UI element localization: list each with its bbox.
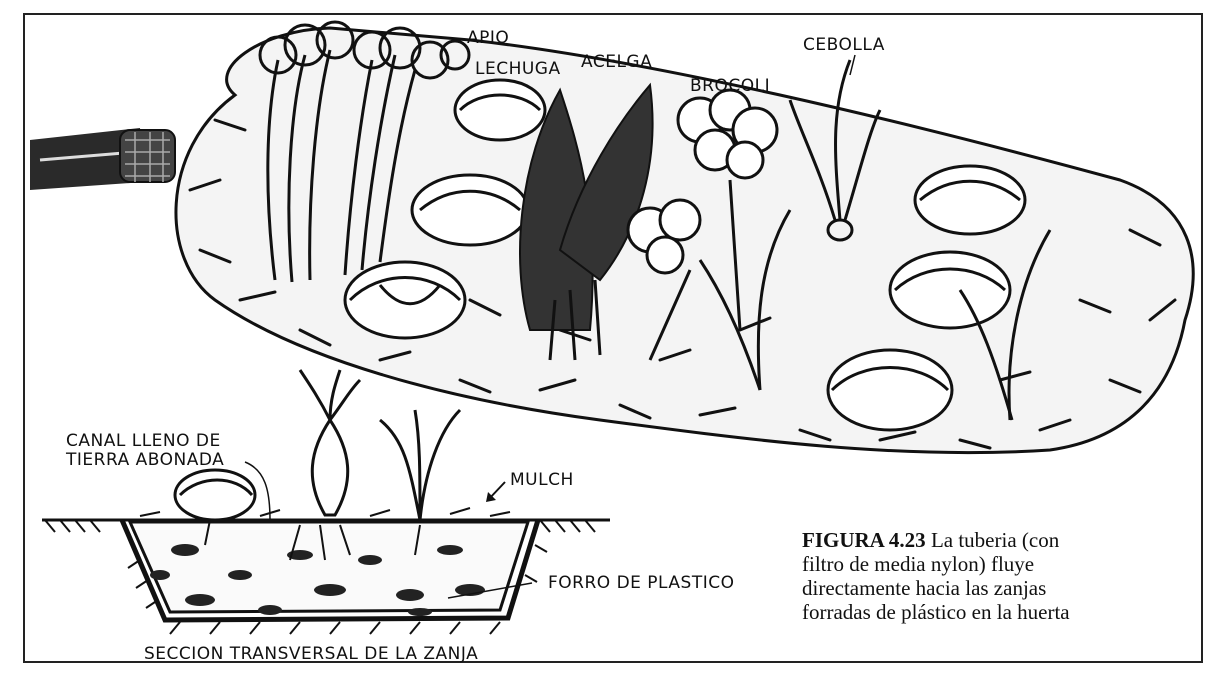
trench-fill — [127, 520, 531, 614]
plastic-liner — [119, 519, 541, 623]
label-mulch: MULCH — [510, 470, 574, 490]
label-acelga: ACELGA — [581, 52, 653, 72]
caption-figure-number: FIGURA 4.23 — [802, 528, 926, 552]
cebolla-plants — [698, 59, 1052, 421]
label-canal-line2: TIERRA ABONADA — [66, 450, 225, 470]
forro-leader — [447, 582, 533, 599]
brocoli-plants — [626, 88, 779, 361]
label-canal-line1: CANAL LLENO DE — [66, 431, 221, 451]
label-brocoli: BROCOLI — [690, 76, 771, 96]
figure-caption: FIGURA 4.23 La tuberia (con filtro de me… — [802, 528, 1182, 624]
liner-hatching — [127, 544, 548, 635]
canal-leader — [244, 461, 271, 521]
cabbage-plants — [343, 78, 1027, 432]
pipe-with-nylon-filter — [30, 128, 176, 190]
label-seccion-transversal: SECCION TRANSVERSAL DE LA ZANJA — [144, 644, 479, 664]
label-forro-de-plastico: FORRO DE PLASTICO — [548, 573, 735, 593]
section-plants — [173, 369, 462, 561]
caption-line2: filtro de media nylon) fluye — [802, 552, 1035, 576]
trench-cross-section — [42, 369, 610, 635]
mulch-texture — [188, 118, 1177, 450]
caption-line3: directamente hacia las zanjas — [802, 576, 1047, 600]
caption-line4: forradas de plástico en la huerta — [802, 600, 1070, 624]
label-cebolla: CEBOLLA — [803, 35, 885, 55]
cebolla-leader — [849, 54, 856, 76]
figure-frame — [23, 13, 1203, 663]
label-lechuga: LECHUGA — [475, 59, 561, 79]
label-apio: APIO — [467, 28, 510, 48]
caption-line1: La tuberia (con — [930, 528, 1060, 552]
apio-plant — [258, 20, 471, 283]
ground-hatching — [44, 519, 596, 533]
